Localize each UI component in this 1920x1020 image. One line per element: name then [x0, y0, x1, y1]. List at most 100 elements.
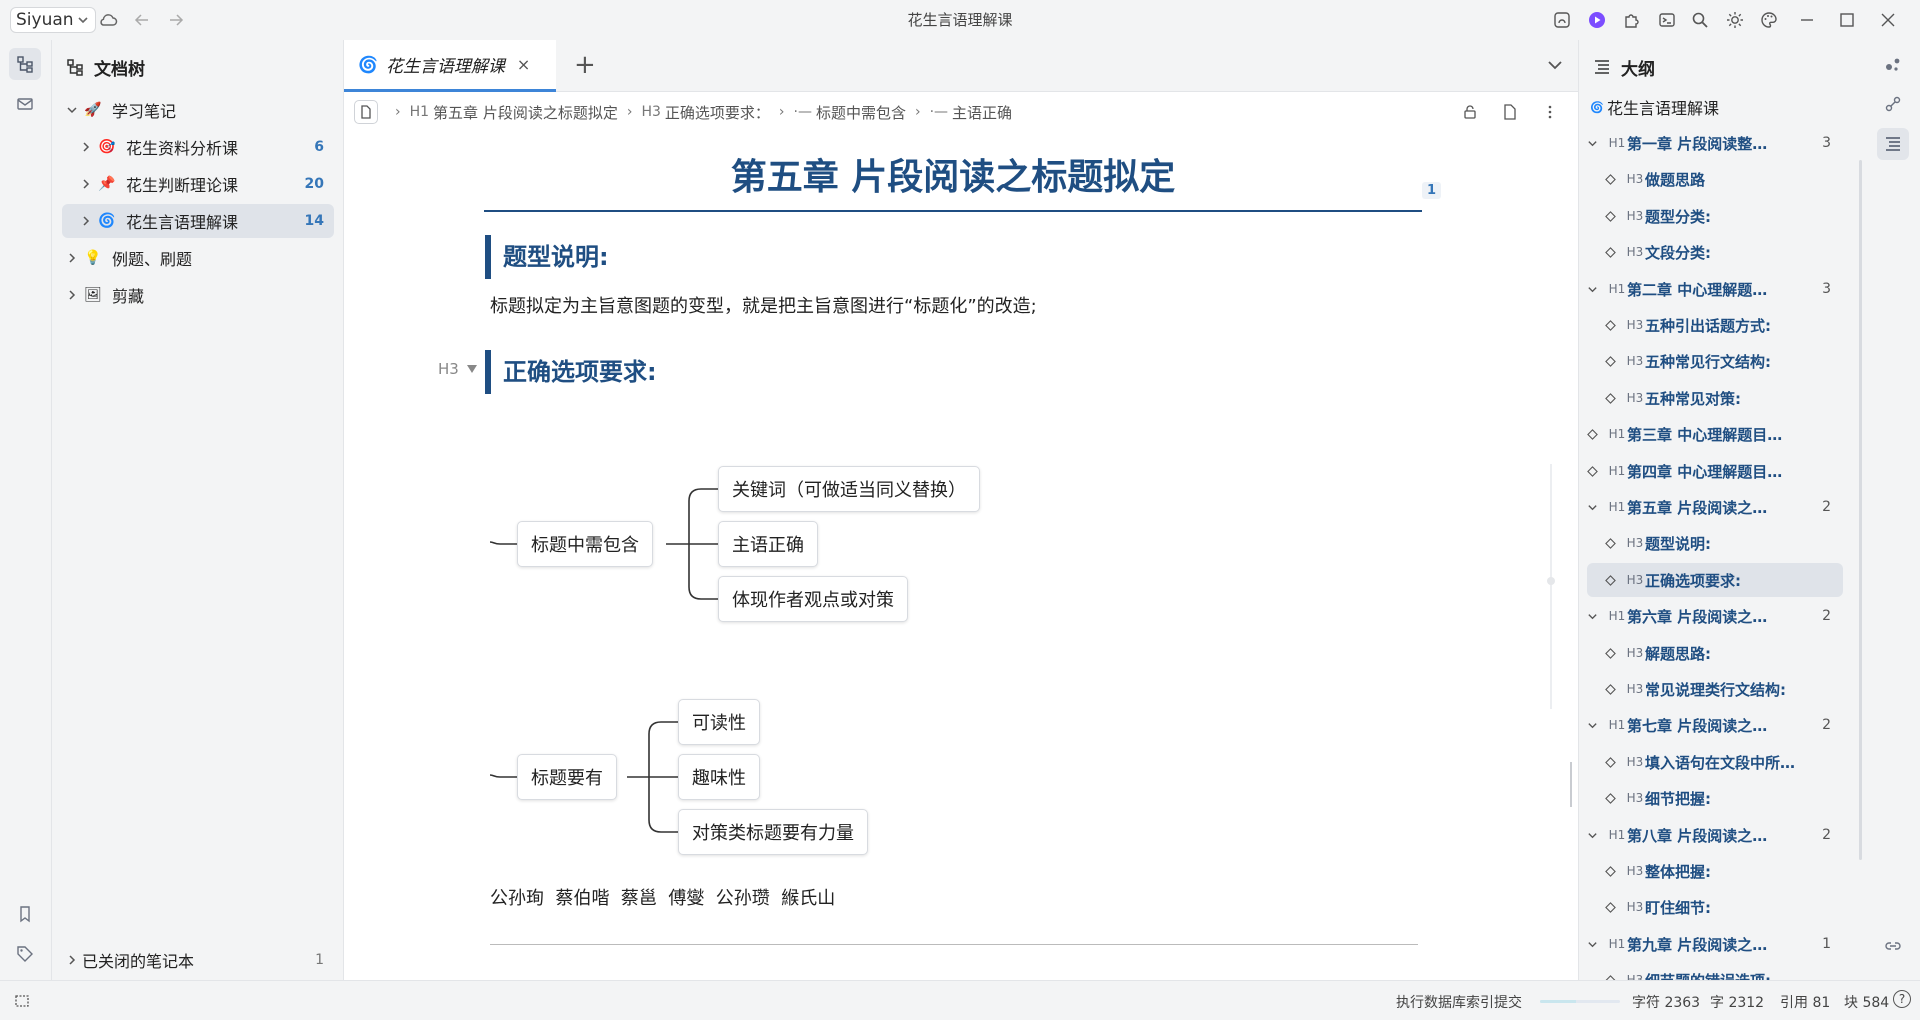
chevron-down-icon[interactable]	[1587, 138, 1607, 149]
chevron-down-icon[interactable]	[1587, 502, 1607, 513]
chevron-right-icon[interactable]	[76, 215, 96, 227]
plugin-app-icon[interactable]	[1585, 8, 1609, 32]
palette-icon[interactable]	[1757, 8, 1781, 32]
workspace-selector[interactable]: Siyuan	[10, 7, 96, 33]
minimize-icon[interactable]	[1795, 8, 1819, 32]
mindmap-root-node[interactable]: 标题要有	[517, 754, 617, 800]
file-tree-icon[interactable]	[9, 48, 41, 80]
breadcrumb-item[interactable]: 第五章 片段阅读之标题拟定	[433, 103, 618, 122]
caret-down-icon[interactable]	[466, 364, 478, 374]
names-paragraph[interactable]: 公孙珣 蔡伯喈 蔡邕 傅燮 公孙瓒 緱氏山	[490, 888, 836, 909]
doc-icon[interactable]	[354, 100, 378, 124]
outline-icon[interactable]	[1877, 128, 1909, 160]
chevron-down-icon[interactable]	[62, 104, 82, 116]
paragraph[interactable]: 标题拟定为主旨意图题的变型，就是把主旨意图进行“标题化”的改造;	[490, 296, 1037, 317]
tree-item[interactable]: 🎯 花生资料分析课 6	[62, 130, 334, 164]
maximize-icon[interactable]	[1835, 8, 1859, 32]
back-arrow-icon[interactable]	[130, 8, 154, 32]
editor-content[interactable]: 1 第五章 片段阅读之标题拟定 题型说明: 标题拟定为主旨意图题的变型，就是把主…	[344, 132, 1578, 980]
chevron-right-icon[interactable]	[62, 289, 82, 301]
notebook-item[interactable]: 💡 例题、刷题	[62, 241, 334, 275]
chevron-down-icon[interactable]	[1587, 611, 1607, 622]
chevron-down-icon[interactable]	[1587, 720, 1607, 731]
tab-active-doc[interactable]: 🌀 花生言语理解课 ×	[344, 40, 556, 92]
mindmap-child-node[interactable]: 对策类标题要有力量	[678, 809, 868, 855]
mindmap-child-node[interactable]: 体现作者观点或对策	[718, 576, 908, 622]
search-icon[interactable]	[1688, 8, 1712, 32]
heading-h3-correct-option[interactable]: 正确选项要求:	[485, 350, 657, 394]
breadcrumb-item[interactable]: 主语正确	[952, 103, 1013, 122]
diamond-bullet-icon[interactable]	[1587, 428, 1607, 440]
outline-root[interactable]: 🌀 花生言语理解课	[1587, 90, 1843, 124]
mindmap-child-node[interactable]: 关键词（可做适当同义替换）	[718, 466, 980, 512]
closed-notebooks[interactable]: 已关闭的笔记本 1	[62, 943, 334, 977]
chevron-down-icon[interactable]	[1587, 284, 1607, 295]
tag-icon[interactable]	[9, 938, 41, 970]
notebook-item[interactable]: 🖼 剪藏	[62, 278, 334, 312]
terminal-icon[interactable]	[1655, 8, 1679, 32]
breadcrumb-item[interactable]: 标题中需包含	[815, 103, 906, 122]
backlink-icon[interactable]	[1877, 88, 1909, 120]
sun-icon[interactable]	[1723, 8, 1747, 32]
dock-icon[interactable]	[1550, 8, 1574, 32]
cloud-sync-icon[interactable]	[96, 8, 120, 32]
tree-item-active[interactable]: 🌀 花生言语理解课 14	[62, 204, 334, 238]
doc-heading-h1[interactable]: 第五章 片段阅读之标题拟定	[484, 148, 1422, 212]
chevron-right-icon[interactable]	[62, 954, 82, 966]
add-tab-button[interactable]: +	[574, 50, 596, 80]
mindmap-child-node[interactable]: 主语正确	[718, 521, 818, 567]
puzzle-icon[interactable]	[1620, 8, 1644, 32]
graph-icon[interactable]	[1877, 48, 1909, 80]
help-icon[interactable]: ?	[1893, 990, 1911, 1008]
inbox-icon[interactable]	[9, 88, 41, 120]
chevron-right-icon[interactable]	[76, 141, 96, 153]
layout-icon[interactable]	[14, 993, 30, 1009]
chevron-down-icon[interactable]	[1546, 56, 1564, 74]
page-badge[interactable]: 1	[1422, 182, 1442, 199]
scroll-handle[interactable]	[1547, 577, 1555, 585]
mindmap-child-node[interactable]: 可读性	[678, 699, 760, 745]
chevron-right-icon[interactable]	[62, 252, 82, 264]
more-icon[interactable]	[1542, 104, 1558, 120]
tree-item[interactable]: 📌 花生判断理论课 20	[62, 167, 334, 201]
chevron-right-icon[interactable]	[76, 178, 96, 190]
editor-scrollbar[interactable]	[1570, 762, 1572, 807]
heading-h3-type-description[interactable]: 题型说明:	[485, 235, 609, 279]
breadcrumb-item[interactable]: 正确选项要求：	[664, 103, 770, 122]
mindmap-child-node[interactable]: 趣味性	[678, 754, 760, 800]
notebook-item[interactable]: 🚀 学习笔记	[62, 93, 334, 127]
doc-info-icon[interactable]	[1502, 104, 1518, 120]
chevron-down-icon[interactable]	[1587, 939, 1607, 950]
bookmark-icon[interactable]	[9, 898, 41, 930]
outline-scrollbar[interactable]	[1859, 160, 1862, 860]
tab-close-button[interactable]: ×	[516, 55, 531, 74]
forward-arrow-icon[interactable]	[164, 8, 188, 32]
diamond-bullet-icon[interactable]	[1587, 465, 1607, 477]
heading-level-marker[interactable]: H3	[438, 360, 459, 378]
unlock-icon[interactable]	[1462, 104, 1478, 120]
link-icon[interactable]	[1877, 930, 1909, 962]
chevron-down-icon[interactable]	[1587, 830, 1607, 841]
